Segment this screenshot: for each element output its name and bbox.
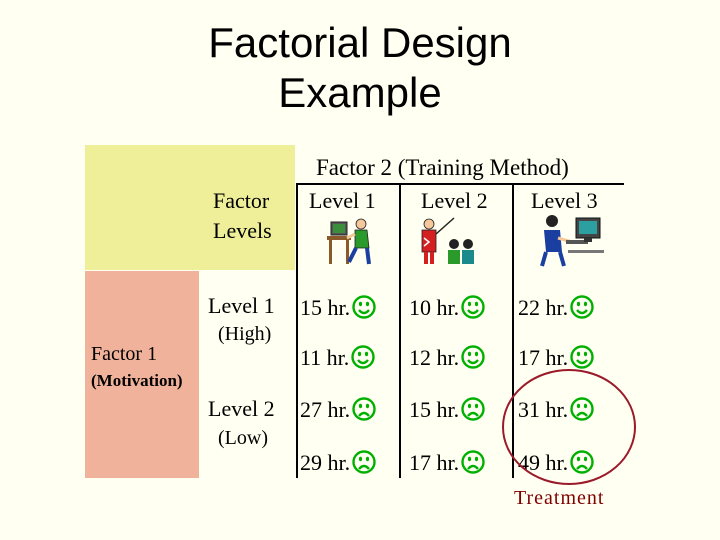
smile-face-icon xyxy=(461,295,485,325)
cell-r4-c2: 17 hr. xyxy=(409,450,485,480)
cell-r2-c2: 12 hr. xyxy=(409,345,485,375)
cell-value: 10 hr. xyxy=(409,295,460,320)
cell-r1-c1: 15 hr. xyxy=(300,295,376,325)
factor2-level-1: Level 1 xyxy=(309,188,376,213)
frown-face-icon xyxy=(461,397,485,427)
factor1-level-2-label: Level 2 xyxy=(208,396,275,421)
factor2-header: Factor 2 (Training Method) xyxy=(316,155,569,180)
title-line-1: Factorial Design xyxy=(208,19,512,66)
column-header-region xyxy=(85,145,295,270)
cell-value: 15 hr. xyxy=(300,295,351,320)
smile-face-icon xyxy=(570,345,594,375)
cell-r4-c3: 49 hr. xyxy=(518,450,594,480)
cell-value: 11 hr. xyxy=(300,345,350,370)
cell-r1-c3: 22 hr. xyxy=(518,295,594,325)
cell-r3-c3: 31 hr. xyxy=(518,397,594,427)
cell-value: 17 hr. xyxy=(409,450,460,475)
title-line-2: Example xyxy=(278,69,442,116)
factor2-level-2: Level 2 xyxy=(421,188,488,213)
frown-face-icon xyxy=(461,450,485,480)
frown-face-icon xyxy=(570,397,594,427)
instructor-lecture-icon xyxy=(421,217,474,264)
cell-r2-c3: 17 hr. xyxy=(518,345,594,375)
cell-value: 31 hr. xyxy=(518,397,569,422)
grid-line-vertical-1 xyxy=(296,184,298,478)
treatment-circle xyxy=(502,369,636,485)
cell-value: 22 hr. xyxy=(518,295,569,320)
factor1-level-1-label: Level 1 xyxy=(208,293,275,318)
computer-training-icon xyxy=(327,218,371,265)
frown-face-icon xyxy=(352,397,376,427)
smile-face-icon xyxy=(352,295,376,325)
cell-r2-c1: 11 hr. xyxy=(300,345,375,375)
cell-value: 12 hr. xyxy=(409,345,460,370)
smile-face-icon xyxy=(351,345,375,375)
smile-face-icon xyxy=(461,345,485,375)
cell-value: 27 hr. xyxy=(300,397,351,422)
factor1-label: Factor 1 xyxy=(91,343,158,365)
page-title: Factorial Design Example xyxy=(0,18,720,118)
cell-r3-c2: 15 hr. xyxy=(409,397,485,427)
factor1-level-2-sub: (Low) xyxy=(218,427,268,449)
smile-face-icon xyxy=(570,295,594,325)
cell-r4-c1: 29 hr. xyxy=(300,450,376,480)
treatment-label: Treatment xyxy=(514,487,605,509)
cell-r1-c2: 10 hr. xyxy=(409,295,485,325)
factor-levels-label-line1: Factor xyxy=(213,188,270,213)
cell-r3-c1: 27 hr. xyxy=(300,397,376,427)
row-header-region xyxy=(85,271,199,478)
factor2-level-3: Level 3 xyxy=(531,188,598,213)
cell-value: 15 hr. xyxy=(409,397,460,422)
header-divider-line xyxy=(296,183,624,185)
frown-face-icon xyxy=(570,450,594,480)
factor1-level-1-sub: (High) xyxy=(218,323,272,345)
factor1-sublabel: (Motivation) xyxy=(91,371,183,390)
grid-line-vertical-3 xyxy=(512,184,514,478)
factor-levels-label-line2: Levels xyxy=(213,218,272,243)
frown-face-icon xyxy=(352,450,376,480)
cell-value: 29 hr. xyxy=(300,450,351,475)
grid-line-vertical-2 xyxy=(399,184,401,478)
cell-value: 17 hr. xyxy=(518,345,569,370)
workstation-user-icon xyxy=(540,215,604,267)
